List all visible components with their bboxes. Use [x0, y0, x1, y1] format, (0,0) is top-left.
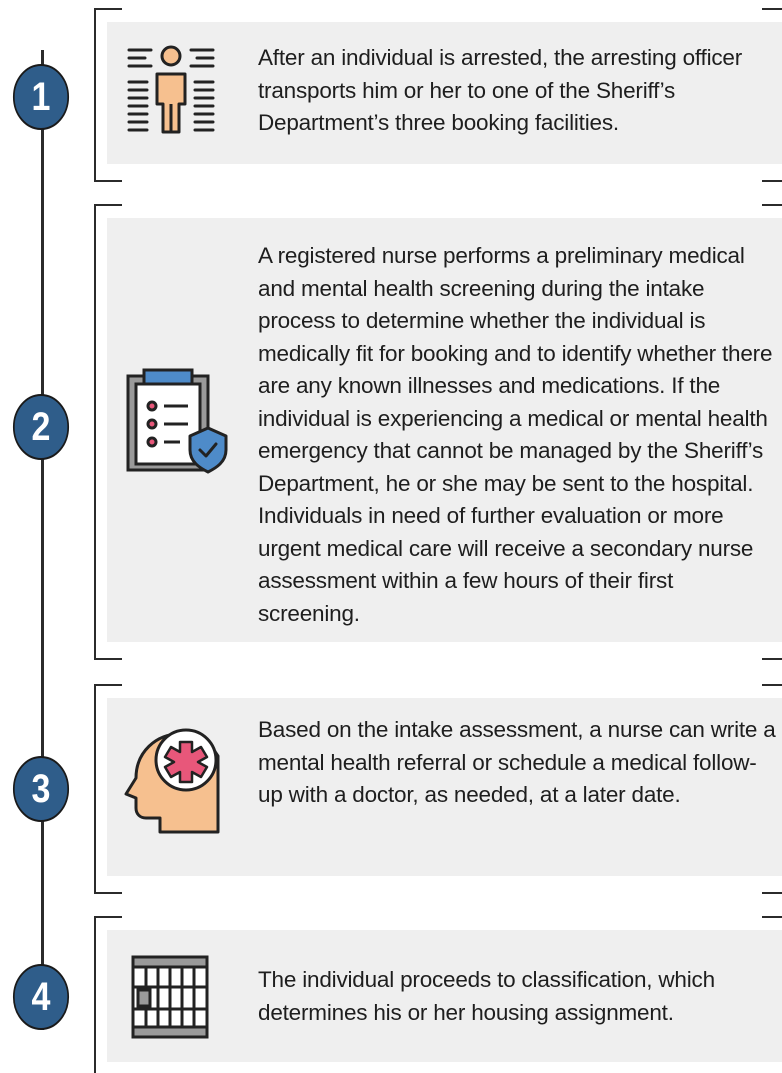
step-4-bracket [94, 916, 122, 1073]
step-2-number: 2 [12, 394, 70, 460]
timeline-line [41, 50, 44, 1030]
step-1-number: 1 [12, 64, 70, 130]
step-2-bracket-right-top [762, 204, 782, 206]
step-1-bracket-right-bottom [762, 180, 782, 182]
step-3-bracket-right-bottom [762, 892, 782, 894]
step-1-text: After an individual is arrested, the arr… [258, 45, 743, 135]
step-4-text: The individual proceeds to classificatio… [258, 967, 715, 1025]
step-2-bracket [94, 204, 122, 660]
step-4-card [107, 930, 782, 1062]
step-1-bracket [94, 8, 122, 182]
step-3-text: Based on the intake assessment, a nurse … [258, 717, 776, 807]
step-3-number: 3 [12, 756, 70, 822]
step-2-bracket-right-bottom [762, 658, 782, 660]
step-2-text: A registered nurse performs a preliminar… [258, 243, 773, 626]
step-4-number: 4 [12, 964, 70, 1030]
medical-clipboard-icon [126, 368, 228, 474]
step-4-bracket-right-top [762, 916, 782, 918]
step-1-bracket-right-top [762, 8, 782, 10]
step-3-bracket [94, 684, 122, 894]
step-2-card [107, 218, 782, 642]
step-1-card [107, 22, 782, 164]
step-3-bracket-right-top [762, 684, 782, 686]
mental-health-head-icon [124, 728, 220, 834]
person-profile-icon [127, 45, 215, 134]
jail-cell-icon [131, 955, 209, 1039]
